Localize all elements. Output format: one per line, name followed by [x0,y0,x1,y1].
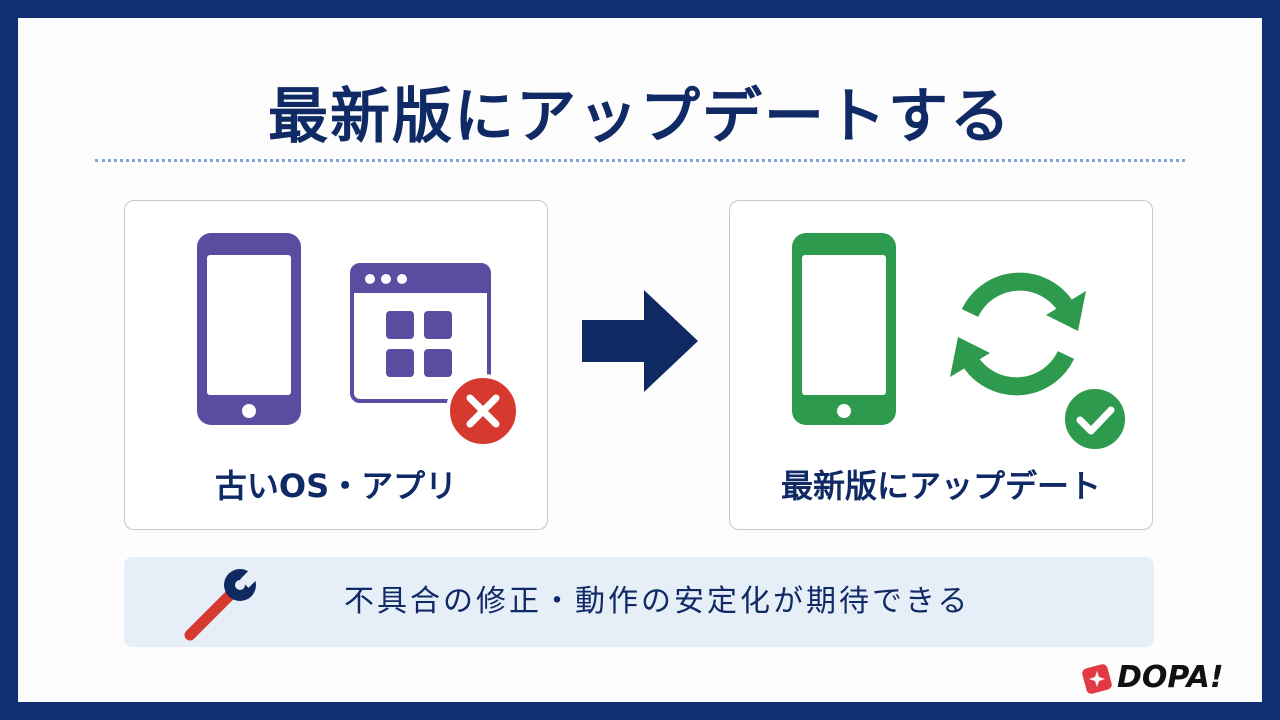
checkmark-icon [1061,385,1129,453]
logo-mark-icon [1082,664,1112,694]
refresh-icon [950,272,1086,396]
dotted-divider [95,159,1185,162]
page-title: 最新版にアップデートする [268,82,1012,152]
wrench-icon [184,568,260,641]
logo-text: DOPA! [1117,660,1224,695]
old-os-card: 古いOS・アプリ [124,200,548,530]
arrow-right-icon [582,290,698,392]
error-x-icon [446,374,520,448]
app-window-icon [350,263,491,403]
benefit-text: 不具合の修正・動作の安定化が期待できる [344,584,971,619]
updated-label: 最新版にアップデート [780,467,1101,505]
updated-card: 最新版にアップデート [729,200,1153,530]
smartphone-icon [792,233,896,425]
benefit-banner: 不具合の修正・動作の安定化が期待できる [124,557,1154,647]
smartphone-icon [197,233,301,425]
old-os-label: 古いOS・アプリ [214,467,458,505]
